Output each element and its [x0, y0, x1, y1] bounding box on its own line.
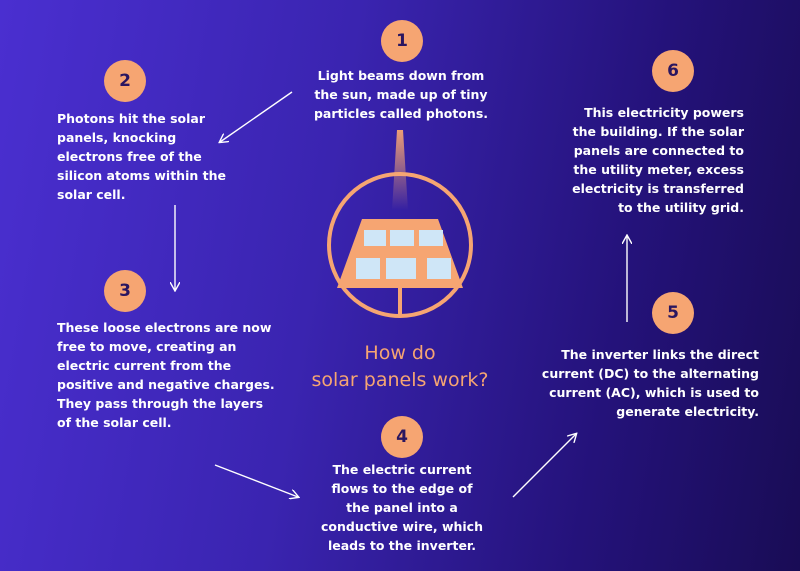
step-4-badge: 4: [381, 416, 423, 458]
title-line-1: How do: [364, 342, 436, 364]
arrow-4-to-5: [512, 434, 576, 498]
sun-beam: [392, 130, 408, 210]
arrow-3-to-4: [214, 464, 298, 497]
step-1-text: Light beams down from the sun, made up o…: [313, 68, 489, 121]
panel-cell: [419, 230, 443, 246]
step-6-badge: 6: [652, 50, 694, 92]
panel-cell: [356, 258, 380, 279]
step-3-badge: 3: [104, 270, 146, 312]
panel-cell: [427, 258, 451, 279]
step-4-text: The electric current flows to the edge o…: [320, 462, 483, 553]
step-1-badge: 1: [381, 20, 423, 62]
step-5-text: The inverter links the direct current (D…: [541, 347, 759, 419]
title-line-2: solar panels work?: [311, 369, 489, 391]
arrow-1-to-2: [220, 91, 293, 142]
diagram-title: How do solar panels work?: [280, 340, 520, 394]
step-5-badge: 5: [652, 292, 694, 334]
solar-panel-icon: [327, 130, 473, 318]
step-2-text: Photons hit the solar panels, knocking e…: [57, 111, 226, 202]
panel-stand: [398, 288, 402, 316]
step-3-text: These loose electrons are now free to mo…: [57, 320, 275, 430]
step-6-text: This electricity powers the building. If…: [572, 105, 744, 215]
panel-cell: [386, 258, 416, 279]
panel-cell: [364, 230, 386, 246]
step-2-badge: 2: [104, 60, 146, 102]
panel-cell: [390, 230, 414, 246]
